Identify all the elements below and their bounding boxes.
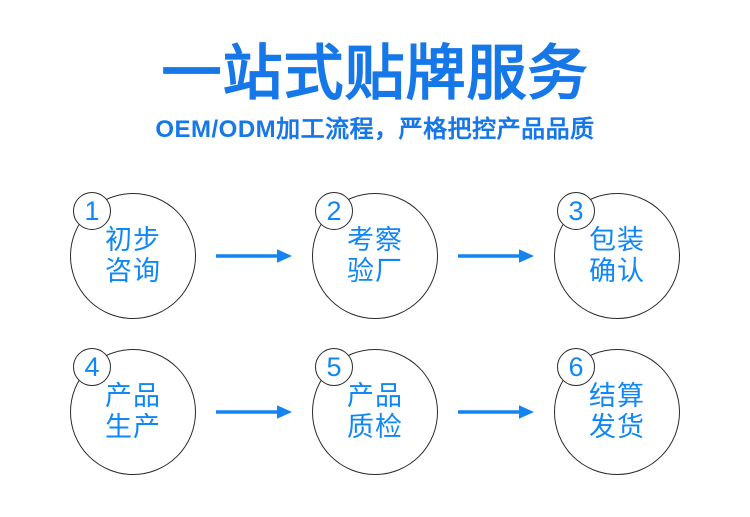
- step-label-line2: 质检: [347, 412, 403, 442]
- flow-row-1: 初步 咨询 1 考察 验厂 2: [0, 192, 750, 319]
- flow-step-1: 初步 咨询 1: [70, 192, 196, 319]
- step-number-badge: 6: [557, 348, 595, 386]
- page-title: 一站式贴牌服务: [161, 40, 589, 107]
- step-label: 产品 质检: [347, 381, 403, 443]
- step-label-line1: 初步: [105, 225, 161, 255]
- flow-row-2: 产品 生产 4 产品 质检 5: [0, 348, 750, 475]
- arrow-right-icon: [196, 403, 312, 421]
- step-label-line1: 包装: [589, 225, 645, 255]
- step-number-badge: 1: [73, 192, 111, 230]
- step-label-line1: 考察: [347, 225, 403, 255]
- step-label-line2: 确认: [589, 256, 645, 286]
- arrow-right-icon: [196, 247, 312, 265]
- step-label: 结算 发货: [589, 381, 645, 443]
- step-label: 考察 验厂: [347, 225, 403, 287]
- step-label: 初步 咨询: [105, 225, 161, 287]
- step-label-line2: 验厂: [347, 256, 403, 286]
- flow-step-4: 产品 生产 4: [70, 348, 196, 475]
- page-subtitle: OEM/ODM加工流程，严格把控产品品质: [155, 116, 595, 143]
- step-number-badge: 4: [73, 348, 111, 386]
- step-number-badge: 5: [315, 348, 353, 386]
- step-label-line1: 结算: [589, 381, 645, 411]
- flow-step-2: 考察 验厂 2: [312, 192, 438, 319]
- step-label-line1: 产品: [347, 381, 403, 411]
- flow-step-5: 产品 质检 5: [312, 348, 438, 475]
- flow-step-6: 结算 发货 6: [554, 348, 680, 475]
- step-number-badge: 3: [557, 192, 595, 230]
- step-label: 产品 生产: [105, 381, 161, 443]
- arrow-right-icon: [438, 403, 554, 421]
- step-label-line2: 咨询: [105, 256, 161, 286]
- step-number-badge: 2: [315, 192, 353, 230]
- step-label-line1: 产品: [105, 381, 161, 411]
- arrow-right-icon: [438, 247, 554, 265]
- step-label-line2: 发货: [589, 412, 645, 442]
- flow-step-3: 包装 确认 3: [554, 192, 680, 319]
- step-label-line2: 生产: [105, 412, 161, 442]
- step-circle: 初步 咨询: [70, 193, 196, 319]
- step-circle: 结算 发货: [554, 349, 680, 475]
- step-label: 包装 确认: [589, 225, 645, 287]
